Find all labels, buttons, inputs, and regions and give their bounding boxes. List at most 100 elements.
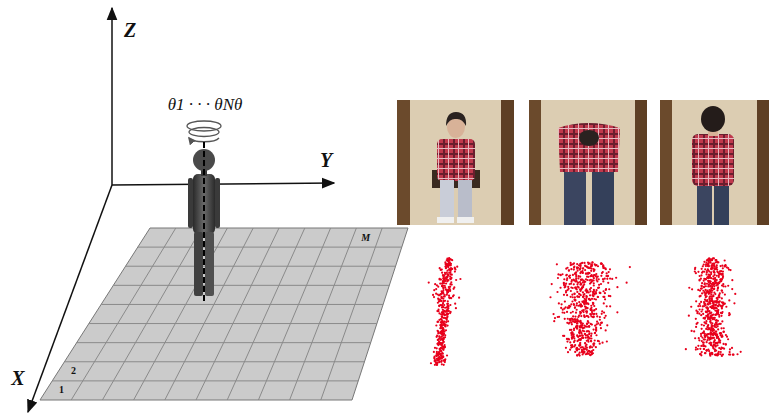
cloud-point	[707, 285, 709, 287]
cloud-point	[727, 285, 729, 287]
cloud-point	[570, 290, 572, 292]
cloud-point	[439, 278, 441, 280]
cloud-point	[442, 274, 444, 276]
cloud-point	[608, 288, 610, 290]
cloud-point	[437, 299, 439, 301]
cloud-point	[713, 347, 715, 349]
hair	[701, 106, 725, 132]
cloud-point	[437, 331, 439, 333]
cloud-point	[717, 305, 719, 307]
cloud-point	[705, 278, 707, 280]
cloud-point	[593, 279, 595, 281]
cloud-point	[455, 307, 457, 309]
cloud-point	[715, 304, 717, 306]
cloud-point	[443, 280, 445, 282]
cloud-point	[712, 275, 714, 277]
cloud-point	[580, 331, 582, 333]
cloud-point	[715, 333, 717, 335]
cloud-point	[563, 284, 565, 286]
cloud-point	[569, 349, 571, 351]
cloud-point	[583, 348, 585, 350]
cloud-point	[578, 344, 580, 346]
cloud-point	[567, 318, 569, 320]
cloud-point	[605, 268, 607, 270]
cloud-point	[709, 306, 711, 308]
cloud-point	[573, 303, 575, 305]
cloud-point	[586, 347, 588, 349]
door-frame	[660, 100, 672, 225]
cloud-point	[716, 342, 718, 344]
x-axis	[28, 185, 112, 412]
cloud-point	[583, 293, 585, 295]
cloud-point	[701, 268, 703, 270]
cloud-point	[569, 305, 571, 307]
cloud-point	[704, 352, 706, 354]
cloud-point	[712, 329, 714, 331]
cloud-point	[595, 308, 597, 310]
cloud-point	[698, 279, 700, 281]
cloud-point	[616, 311, 618, 313]
cloud-point	[716, 309, 718, 311]
cloud-point	[596, 321, 598, 323]
cloud-point	[585, 353, 587, 355]
cloud-point	[708, 265, 710, 267]
cloud-point	[705, 349, 707, 351]
cloud-point	[716, 310, 718, 312]
cloud-point	[590, 270, 592, 272]
arm	[215, 178, 220, 228]
cloud-point	[441, 297, 443, 299]
cloud-point	[708, 289, 710, 291]
cloud-point	[456, 266, 458, 268]
cloud-point	[603, 302, 605, 304]
cloud-point	[565, 268, 567, 270]
cloud-point	[593, 270, 595, 272]
cloud-point	[451, 268, 453, 270]
cloud-point	[582, 291, 584, 293]
cloud-point	[573, 268, 575, 270]
cloud-point	[458, 297, 460, 299]
cloud-point	[593, 290, 595, 292]
leg	[592, 165, 614, 225]
cloud-point	[576, 309, 578, 311]
cloud-point	[436, 363, 438, 365]
cloud-point	[589, 354, 591, 356]
cloud-point	[587, 341, 589, 343]
cloud-point	[582, 281, 584, 283]
cloud-point	[587, 276, 589, 278]
cloud-point	[715, 331, 717, 333]
cloud-point	[582, 268, 584, 270]
cloud-point	[703, 330, 705, 332]
cloud-point	[711, 298, 713, 300]
cloud-point	[436, 321, 438, 323]
cloud-point	[700, 285, 702, 287]
cloud-point	[590, 340, 592, 342]
cloud-point	[710, 334, 712, 336]
cloud-point	[579, 339, 581, 341]
cloud-point	[571, 336, 573, 338]
cloud-point	[695, 300, 697, 302]
cloud-point	[568, 283, 570, 285]
cloud-point	[438, 312, 440, 314]
cloud-point	[598, 278, 600, 280]
cloud-point	[575, 320, 577, 322]
cloud-point	[708, 257, 710, 259]
cloud-point	[715, 322, 717, 324]
cloud-point	[580, 279, 582, 281]
cloud-point	[578, 286, 580, 288]
cloud-point	[585, 301, 587, 303]
cloud-point	[590, 275, 592, 277]
cloud-point	[602, 267, 604, 269]
cloud-point	[707, 318, 709, 320]
cloud-point	[722, 283, 724, 285]
cloud-point	[709, 337, 711, 339]
cloud-point	[606, 275, 608, 277]
cloud-point	[585, 325, 587, 327]
cloud-point	[699, 295, 701, 297]
cloud-point	[436, 358, 438, 360]
cloud-point	[577, 277, 579, 279]
cloud-point	[579, 263, 581, 265]
cloud-point	[604, 278, 606, 280]
cloud-point	[450, 278, 452, 280]
cloud-point	[602, 290, 604, 292]
cloud-point	[712, 305, 714, 307]
